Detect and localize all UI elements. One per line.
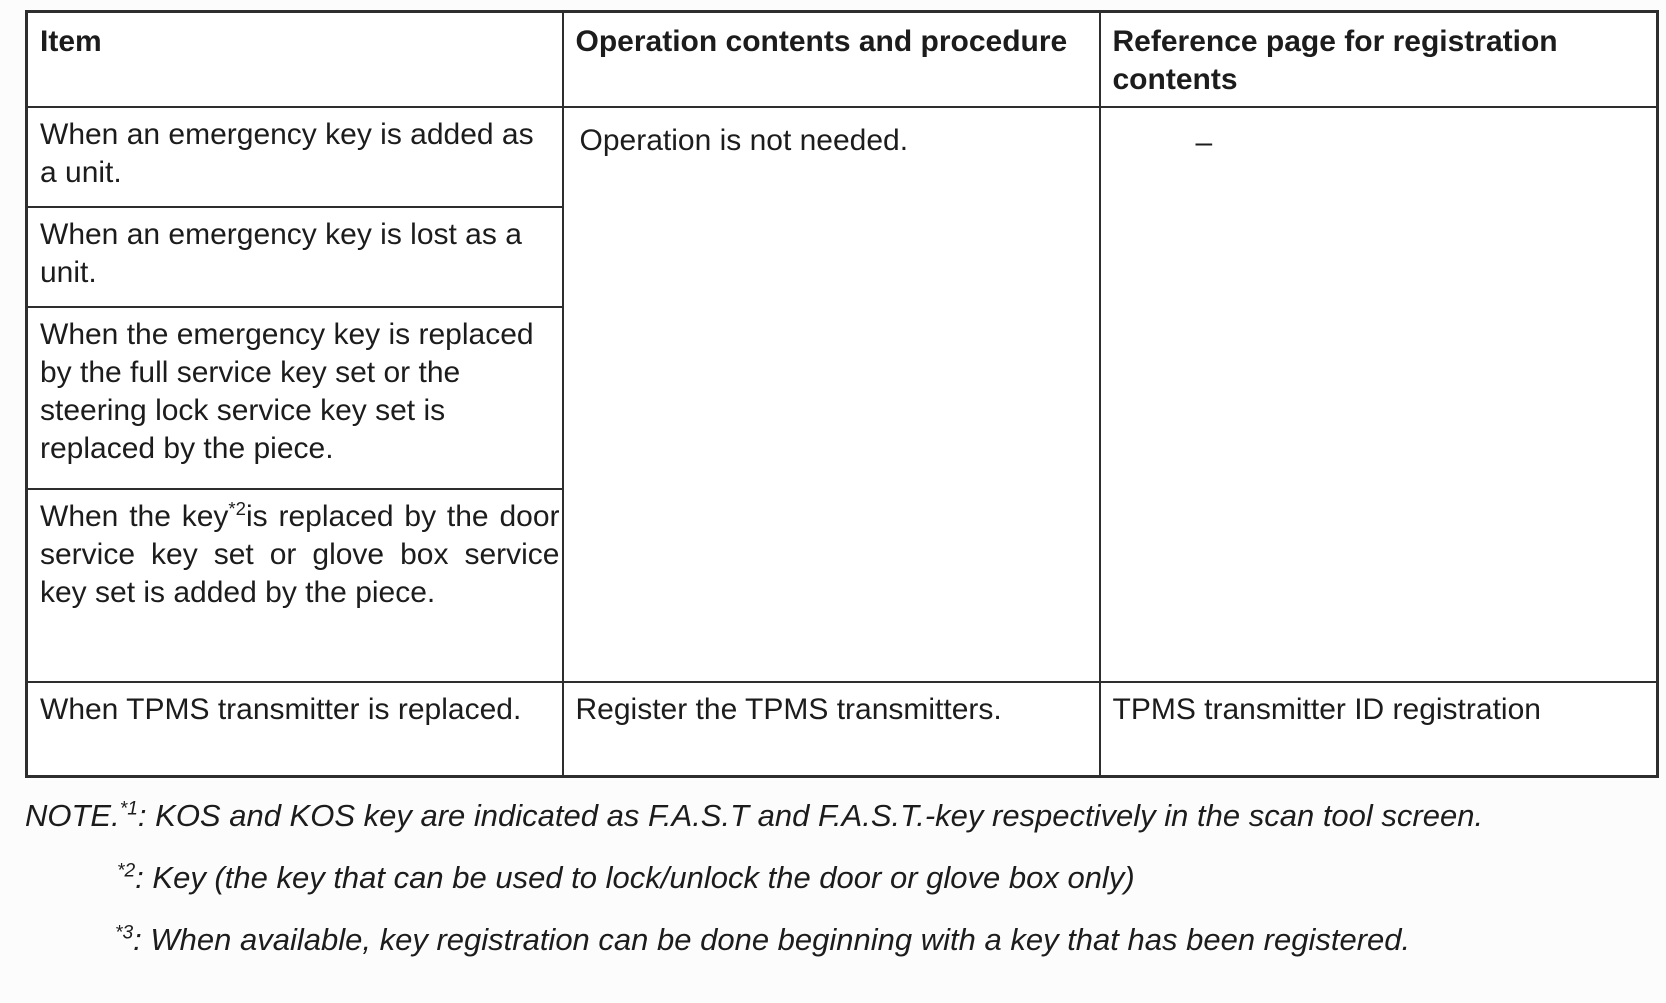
- footnote-3-text: When available, key registration can be …: [150, 922, 1411, 957]
- footnote-2: *2: Key (the key that can be used to loc…: [117, 855, 1625, 901]
- note-colon: :: [137, 798, 147, 833]
- key-registration-table: Item Operation contents and procedure Re…: [25, 10, 1659, 778]
- header-operation: Operation contents and procedure: [561, 10, 1101, 108]
- reference-cell-tpms: TPMS transmitter ID registration: [1098, 680, 1659, 778]
- header-reference: Reference page for registration contents: [1098, 10, 1659, 108]
- item-text-post: is replaced by the door service key set …: [40, 499, 560, 609]
- table-header-row: Item Operation contents and procedure Re…: [25, 10, 1659, 108]
- item-text-pre: When the key: [40, 499, 229, 533]
- table-row: When an emergency key is added as a unit…: [25, 105, 1659, 683]
- note-colon: :: [135, 860, 144, 895]
- operation-cell-tpms: Register the TPMS transmitters.: [561, 680, 1101, 778]
- table-row: When TPMS transmitter is replaced. Regis…: [25, 680, 1659, 778]
- item-cell-emergency-key-added: When an emergency key is added as a unit…: [25, 105, 564, 208]
- item-cell-tpms: When TPMS transmitter is replaced.: [25, 680, 564, 778]
- table-row: When the key*2is replaced by the door se…: [25, 487, 1658, 683]
- item-cell-key-replaced: When the key*2is replaced by the door se…: [25, 487, 564, 683]
- header-item: Item: [25, 10, 564, 108]
- footnote-marker-2-ref: *2: [228, 497, 246, 519]
- footnote-1-text: KOS and KOS key are indicated as F.A.S.T…: [155, 798, 1484, 833]
- footnote-2-text: Key (the key that can be used to lock/un…: [152, 860, 1135, 895]
- note-label: NOTE.: [25, 798, 120, 833]
- item-cell-emergency-key-replaced: When the emergency key is replaced by th…: [25, 305, 564, 490]
- footnote-marker-2: *2: [117, 860, 136, 882]
- note-colon: :: [133, 922, 142, 957]
- footnote-1: NOTE.*1: KOS and KOS key are indicated a…: [25, 793, 1625, 839]
- footnote-marker-1: *1: [119, 798, 138, 820]
- footnotes: NOTE.*1: KOS and KOS key are indicated a…: [25, 793, 1625, 963]
- item-cell-emergency-key-lost: When an emergency key is lost as a unit.: [25, 205, 564, 308]
- reference-cell-merged: –: [1098, 105, 1659, 683]
- operation-cell-merged: Operation is not needed.: [561, 105, 1101, 683]
- footnote-3: *3: When available, key registration can…: [115, 917, 1625, 963]
- table-row: When an emergency key is lost as a unit.: [25, 205, 1658, 308]
- table-row: When the emergency key is replaced by th…: [25, 305, 1658, 490]
- footnote-marker-3: *3: [115, 922, 134, 944]
